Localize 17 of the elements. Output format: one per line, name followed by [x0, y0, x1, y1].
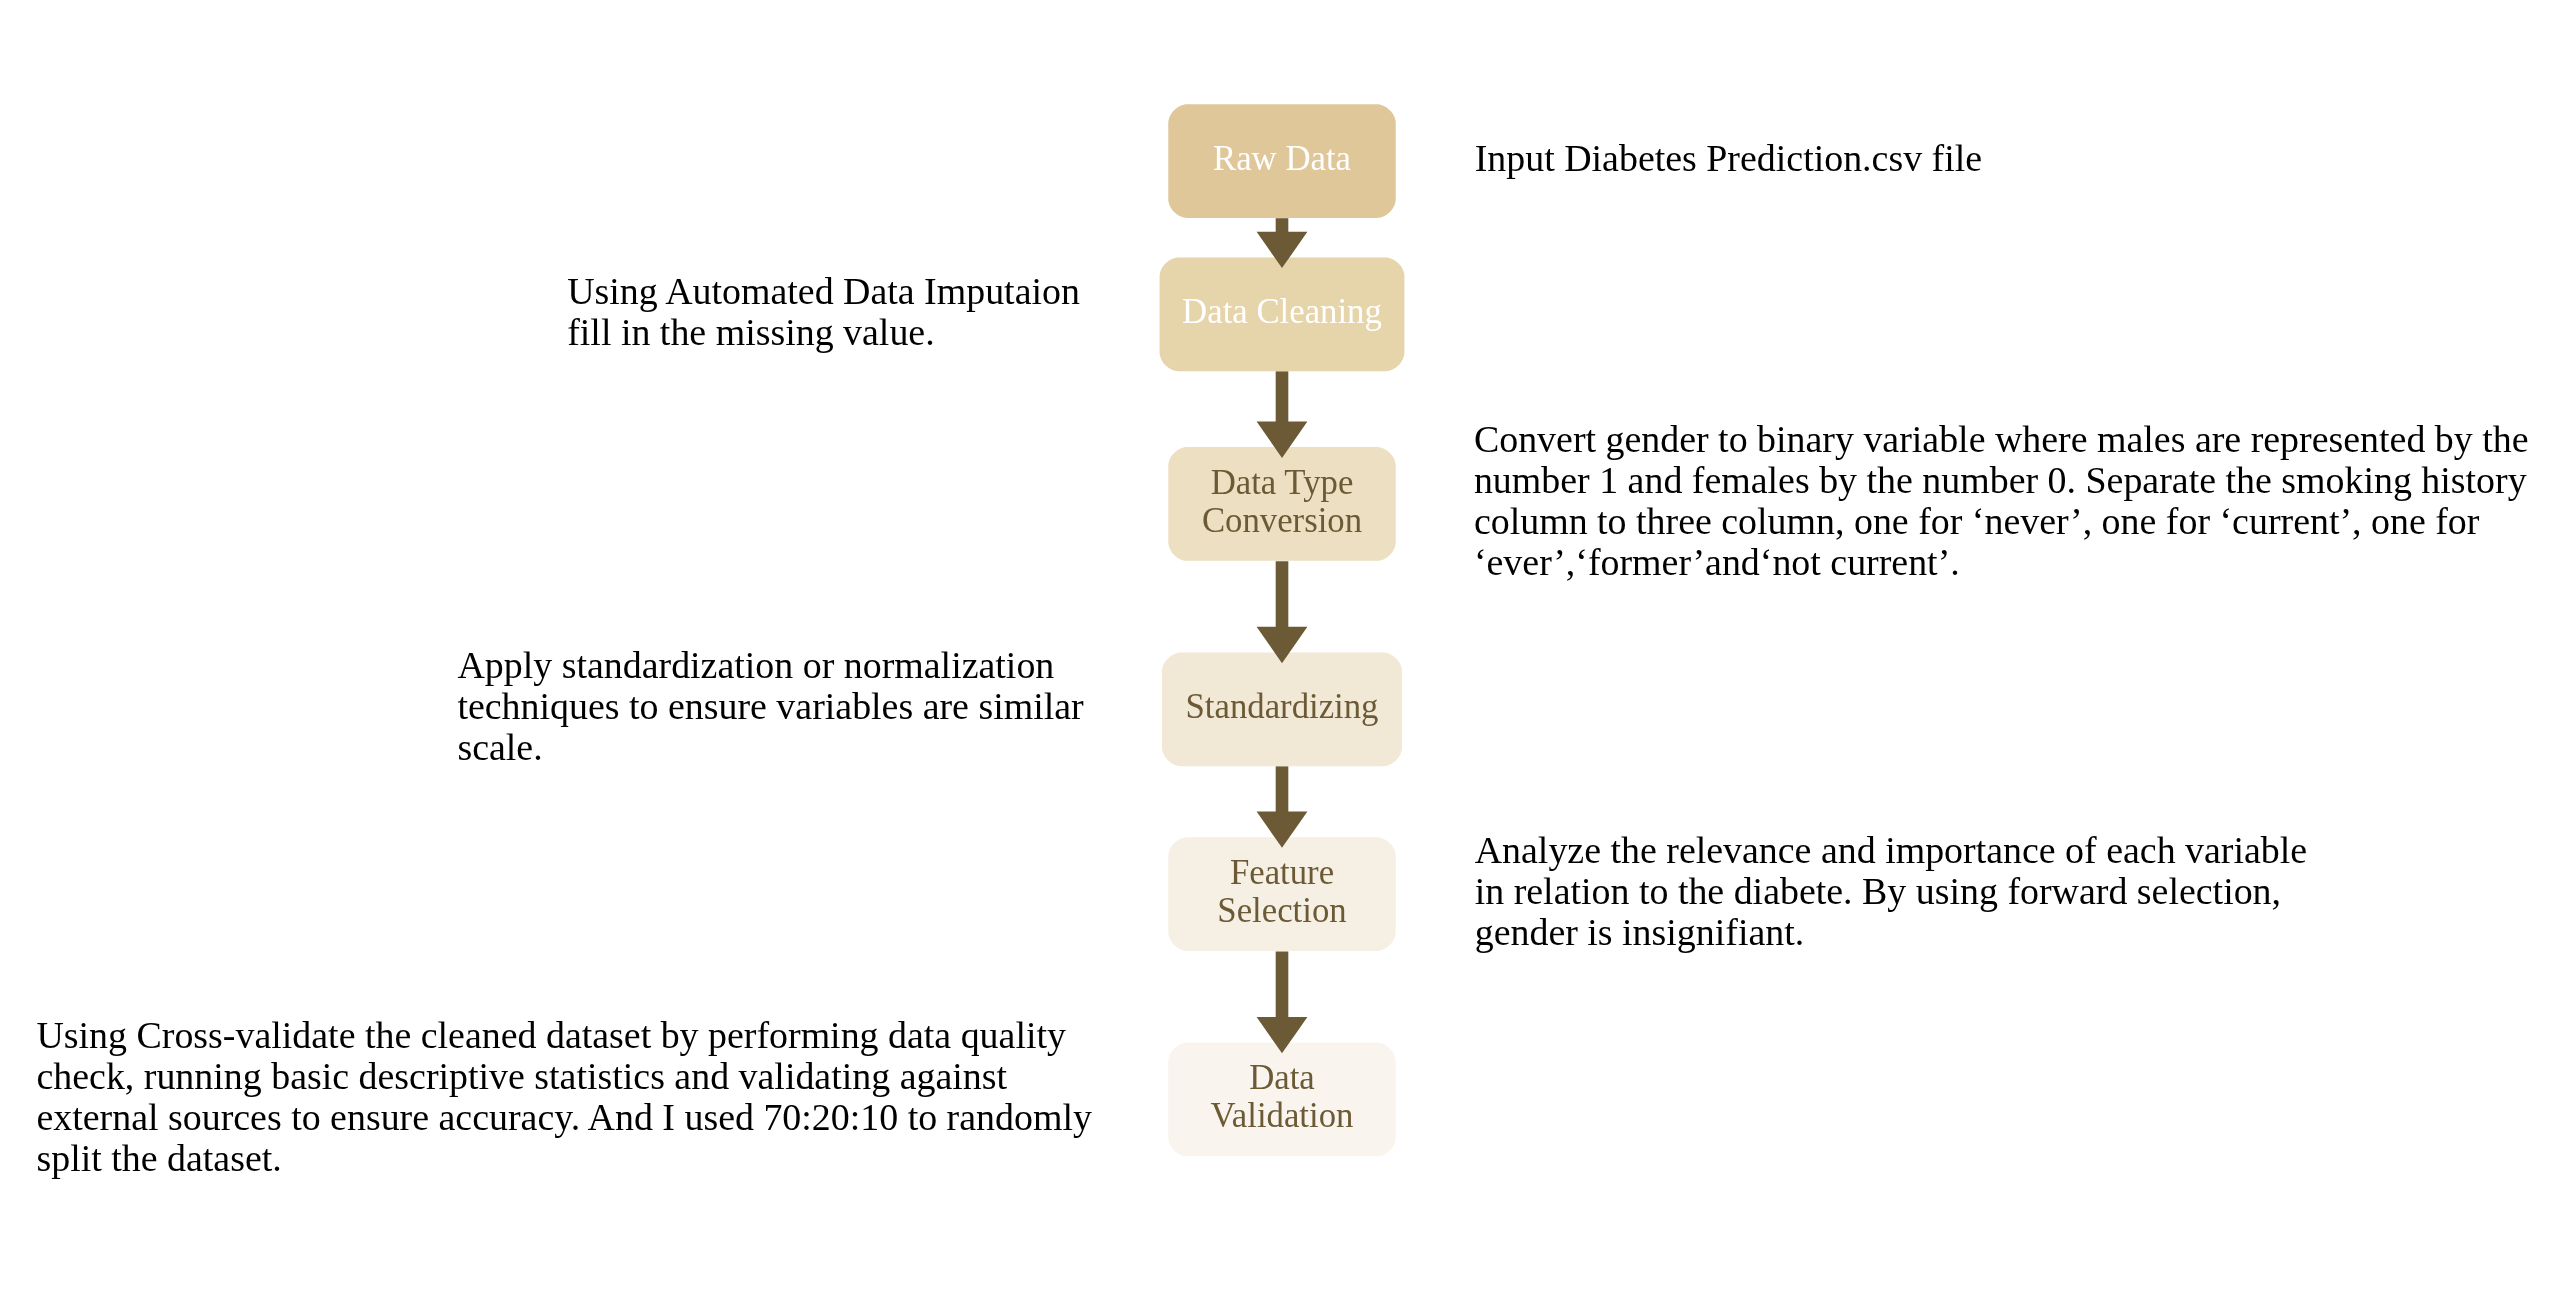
arrow — [1256, 560, 1308, 663]
arrow — [1256, 217, 1308, 268]
node-label: Using Cross-validate the cleaned dataset by performing data quality check, running basic descriptive statistics and validating against external sources to ensure accuracy. And I used 70:20:10 to randomly split the dataset. — [36, 1013, 1092, 1179]
node-label: Analyze the relevance and importance of each variable in relation to the diabete. By using forward selection, gender is insignifiant. — [1474, 828, 2308, 953]
node-label: Apply standardization or normalization techniques to ensure variables are similar scale. — [457, 643, 1084, 768]
node-box: Raw Data — [1168, 103, 1396, 218]
arrow — [1256, 951, 1308, 1053]
node-box: Data Validation — [1168, 1042, 1396, 1156]
node-box: Data Type Conversion — [1168, 446, 1396, 561]
node-box: Data Cleaning — [1159, 257, 1405, 371]
node-box: Feature Selection — [1168, 836, 1396, 951]
arrow — [1256, 370, 1308, 458]
node-label: Input Diabetes Prediction.csv file — [1474, 136, 1983, 179]
node-label: Convert gender to binary variable where males are represented by the number 1 and females by the number 0. Separate the smoking history column to three column, one for ‘never’, one for ‘current’, one for ‘ever’,‘former’and‘not current’. — [1473, 417, 2529, 583]
node-box: Standardizing — [1161, 651, 1403, 766]
node-label: Using Automated Data Imputaion fill in the missing value. — [567, 269, 1080, 353]
arrow — [1256, 765, 1308, 848]
